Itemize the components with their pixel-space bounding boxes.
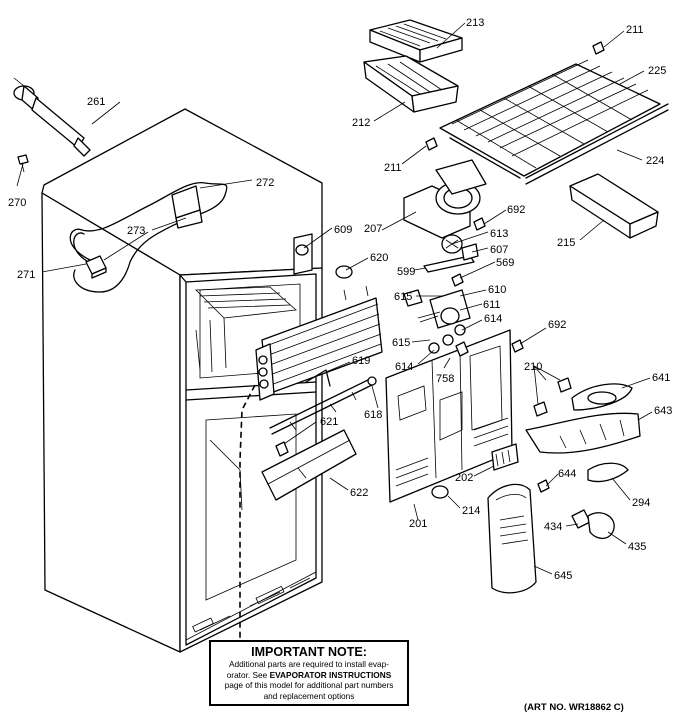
ice-tray-213	[369, 19, 463, 63]
callout-211-top: 211	[626, 24, 644, 36]
callout-294: 294	[632, 497, 650, 509]
callout-261: 261	[87, 96, 105, 108]
note-line-2: orator. See EVAPORATOR INSTRUCTIONS	[211, 670, 407, 681]
evaporator-cover-201	[385, 329, 513, 503]
note-title: IMPORTANT NOTE:	[251, 645, 367, 659]
callout-270: 270	[8, 197, 26, 209]
fan-shroud-207	[403, 159, 487, 239]
light-bulb-435	[587, 512, 615, 539]
callout-613: 613	[490, 228, 508, 240]
callout-607: 607	[490, 244, 508, 256]
callout-435: 435	[628, 541, 646, 553]
motor-607	[461, 243, 479, 261]
drain-trough-622	[261, 429, 357, 501]
callout-214: 214	[462, 505, 480, 517]
screw-692-top	[473, 217, 486, 231]
screw-569	[451, 273, 464, 287]
callout-225: 225	[648, 65, 666, 77]
fill-tube-261	[13, 77, 91, 157]
callout-434: 434	[544, 521, 562, 533]
callout-224: 224	[646, 155, 664, 167]
shelf-rails-224	[449, 103, 669, 185]
defrost-heater-619	[305, 369, 331, 387]
callout-215: 215	[557, 237, 575, 249]
callout-213: 213	[466, 17, 484, 29]
note-line-3: page of this model for additional part n…	[224, 680, 394, 690]
evaporator-instructions-link[interactable]: EVAPORATOR INSTRUCTIONS	[269, 669, 392, 680]
callout-614-right: 614	[484, 313, 502, 325]
callout-619: 619	[352, 355, 370, 367]
note-line-2-prefix: orator. See	[226, 669, 270, 680]
callout-611: 611	[483, 299, 501, 311]
callout-207: 207	[364, 223, 382, 235]
callout-615-top: 615	[394, 291, 412, 303]
callout-641: 641	[652, 372, 670, 384]
callout-210: 210	[524, 361, 542, 373]
art-number: (ART NO. WR18862 C)	[524, 702, 624, 713]
callout-610: 610	[488, 284, 506, 296]
callout-645: 645	[554, 570, 572, 582]
lamp-socket-434	[571, 509, 591, 529]
heater-rod-618	[269, 376, 377, 435]
callout-614-left: 614	[395, 361, 413, 373]
callout-569: 569	[496, 257, 514, 269]
callout-201: 201	[409, 518, 427, 530]
callout-202: 202	[455, 472, 473, 484]
light-housing-643	[525, 412, 641, 454]
evaporator-instruction-leader	[239, 384, 256, 640]
callout-212: 212	[352, 117, 370, 129]
bin-215	[569, 173, 659, 239]
callout-labels: 213 211 261 212 225 211 224 270 272 207 …	[8, 17, 672, 582]
note-line-4: and replacement options	[263, 690, 355, 701]
callout-692-top: 692	[507, 204, 525, 216]
screws-210	[533, 377, 572, 417]
part-758	[455, 341, 469, 357]
callout-644: 644	[558, 468, 576, 480]
plug-214	[431, 485, 449, 499]
wire-harness-271	[69, 182, 228, 293]
screw-692-right	[511, 339, 524, 353]
callout-618: 618	[364, 409, 382, 421]
callout-271: 271	[17, 269, 35, 281]
callout-599: 599	[397, 266, 415, 278]
callout-272: 272	[256, 177, 274, 189]
screw-270	[17, 154, 29, 173]
callout-609: 609	[334, 224, 352, 236]
screw-211-top	[592, 41, 605, 55]
light-shield-641	[571, 383, 633, 411]
callout-620: 620	[370, 252, 388, 264]
important-note-box: IMPORTANT NOTE: Additional parts are req…	[209, 640, 409, 706]
callout-622: 622	[350, 487, 368, 499]
callout-621: 621	[320, 416, 338, 428]
callout-692-right: 692	[548, 319, 566, 331]
control-609	[293, 233, 313, 275]
air-duct-645	[487, 483, 537, 594]
evaporator	[255, 285, 383, 401]
callout-273: 273	[127, 225, 145, 237]
clip-621	[275, 441, 289, 457]
callout-615-bottom: 615	[392, 337, 410, 349]
ice-tray-holder-212	[363, 55, 459, 113]
wire-shelf-225	[439, 59, 661, 177]
callout-758: 758	[436, 373, 454, 385]
fan-motor-assembly-610	[403, 289, 471, 329]
screw-644	[537, 479, 550, 493]
screw-211-mid	[425, 137, 438, 151]
light-cover-294	[587, 462, 629, 483]
bracket-599	[423, 255, 475, 273]
grommet-614	[428, 324, 466, 354]
callout-211-mid: 211	[384, 162, 402, 174]
vent-202	[491, 443, 519, 471]
leader-lines	[16, 22, 653, 575]
callout-643: 643	[654, 405, 672, 417]
note-line-1: Additional parts are required to install…	[228, 659, 390, 669]
